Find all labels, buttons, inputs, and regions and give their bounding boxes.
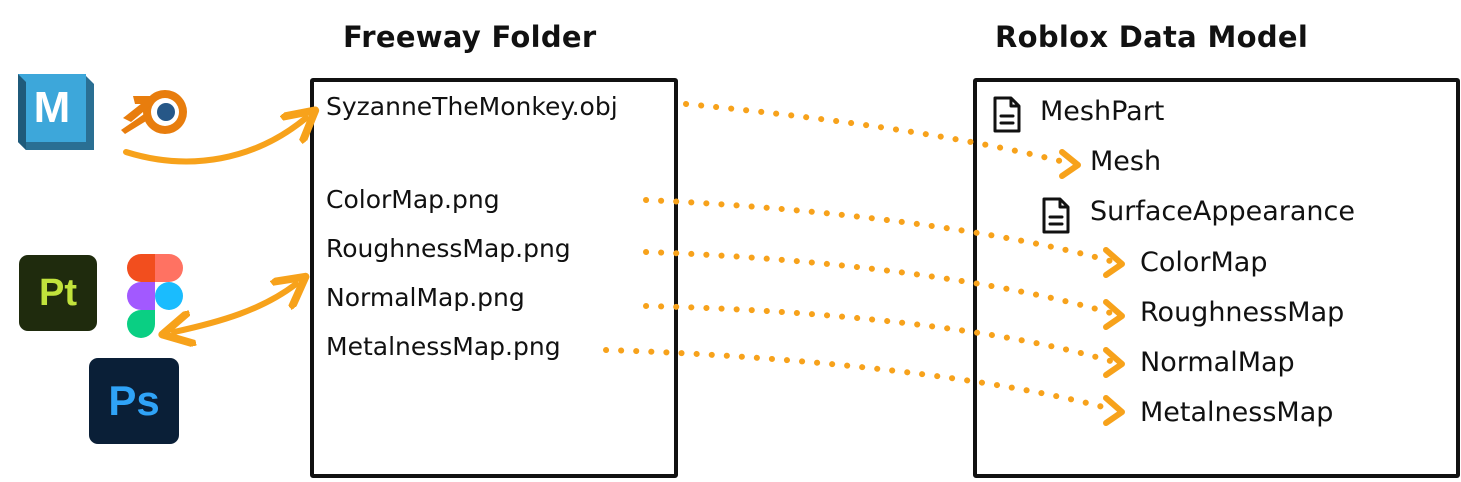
blender-icon: [121, 90, 187, 134]
surfaceappearance-document-icon: [1042, 197, 1070, 234]
dotted-metalnessmap: [603, 347, 1117, 413]
meshpart-document-icon: [993, 96, 1021, 133]
maya-icon: M: [10, 72, 94, 150]
dotted-obj-to-mesh: [683, 101, 1075, 167]
node-surfaceappearance: SurfaceAppearance: [1090, 196, 1355, 227]
arrowhead-normalmap: [1103, 347, 1125, 378]
substance-painter-icon: Pt: [19, 255, 97, 331]
arrow-texture-apps-folder: [174, 284, 296, 332]
file-normalmap: NormalMap.png: [326, 283, 525, 312]
photoshop-letters: Ps: [108, 377, 160, 424]
node-metalnessmap: MetalnessMap: [1140, 397, 1334, 428]
arrow-apps-to-obj: [123, 118, 306, 165]
roblox-data-model-title: Roblox Data Model: [995, 20, 1309, 54]
maya-letter: M: [33, 83, 71, 132]
roblox-data-model-box: [973, 78, 1460, 478]
file-obj: SyzanneTheMonkey.obj: [326, 92, 618, 121]
node-colormap: ColorMap: [1140, 247, 1268, 278]
painter-letters: Pt: [39, 271, 77, 314]
arrowhead-colormap: [1103, 247, 1125, 278]
arrowhead-mesh: [1059, 149, 1081, 179]
node-mesh: Mesh: [1090, 146, 1162, 177]
arrowhead-metalnessmap: [1103, 395, 1125, 426]
node-normalmap: NormalMap: [1140, 347, 1295, 378]
node-roughnessmap: RoughnessMap: [1140, 297, 1345, 328]
file-metalnessmap: MetalnessMap.png: [326, 332, 561, 361]
file-roughnessmap: RoughnessMap.png: [326, 234, 571, 263]
node-meshpart: MeshPart: [1040, 96, 1165, 127]
freeway-folder-title: Freeway Folder: [343, 20, 597, 54]
dotted-roughnessmap: [643, 249, 1117, 317]
dotted-colormap: [643, 197, 1117, 265]
freeway-folder-box: [310, 78, 678, 478]
photoshop-icon: Ps: [89, 358, 179, 444]
dotted-normalmap: [643, 303, 1117, 365]
arrowhead-roughnessmap: [1103, 299, 1125, 330]
file-colormap: ColorMap.png: [326, 185, 500, 214]
